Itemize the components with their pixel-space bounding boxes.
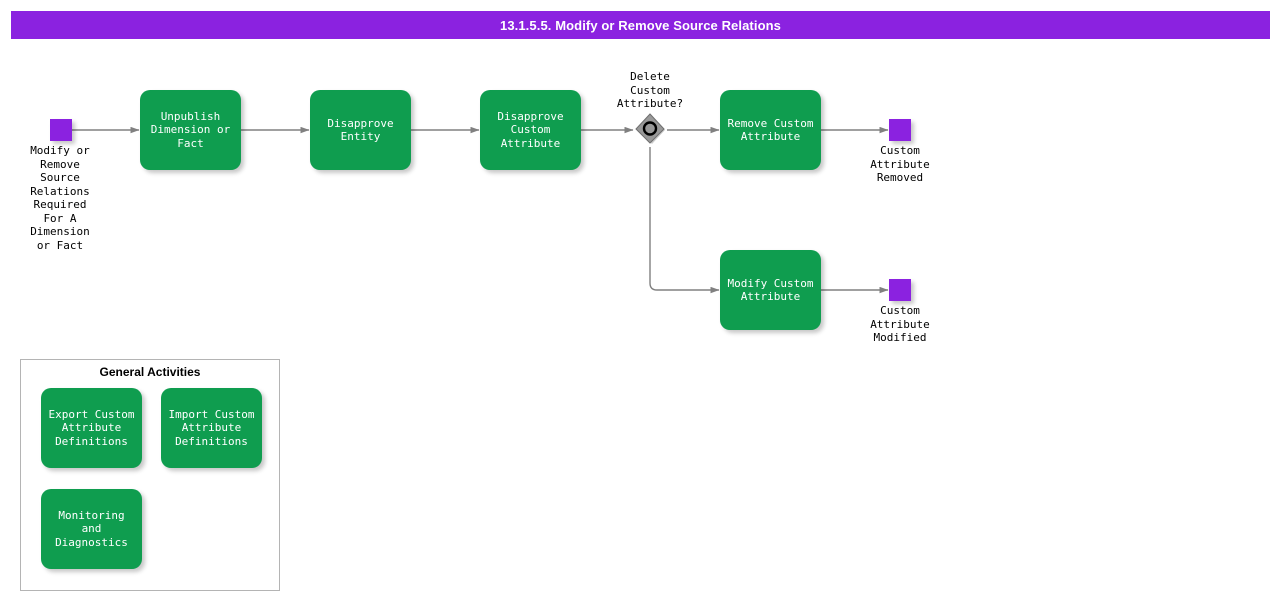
page-title: 13.1.5.5. Modify or Remove Source Relati… [499, 17, 781, 33]
gateway-diamond [635, 113, 665, 144]
task-export-custom-attribute-definitions[interactable]: Export Custom Attribute Definitions [41, 388, 142, 468]
task-remove-custom-attribute[interactable]: Remove Custom Attribute [720, 90, 821, 170]
end-event-custom-attribute-modified[interactable] [889, 279, 911, 301]
end-event-custom-attribute-removed[interactable] [889, 119, 911, 141]
task-modify-custom-attribute[interactable]: Modify Custom Attribute [720, 250, 821, 330]
gateway-inclusive-circle [642, 121, 658, 136]
task-unpublish-dimension-or-fact[interactable]: Unpublish Dimension or Fact [140, 90, 241, 170]
task-label: Unpublish Dimension or Fact [150, 109, 231, 150]
general-activities-title: General Activities [99, 365, 201, 379]
task-disapprove-custom-attribute[interactable]: Disapprove Custom Attribute [480, 90, 581, 170]
start-event-label: Modify or Remove Source Relations Requir… [30, 144, 90, 252]
task-label: Disapprove Entity [327, 116, 394, 144]
end-event-removed-label: Custom Attribute Removed [870, 144, 930, 184]
task-label: Remove Custom Attribute [727, 116, 814, 144]
general-activities-panel: General Activities Export Custom Attribu… [20, 359, 280, 591]
task-label: Monitoring and Diagnostics [55, 508, 128, 549]
task-import-custom-attribute-definitions[interactable]: Import Custom Attribute Definitions [161, 388, 262, 468]
inclusive-gateway[interactable] [634, 113, 666, 145]
gateway-label: Delete Custom Attribute? [616, 70, 684, 110]
task-monitoring-and-diagnostics[interactable]: Monitoring and Diagnostics [41, 489, 142, 569]
task-label: Import Custom Attribute Definitions [168, 407, 255, 448]
task-disapprove-entity[interactable]: Disapprove Entity [310, 90, 411, 170]
task-label: Modify Custom Attribute [727, 276, 814, 304]
diagram-title-bar: 13.1.5.5. Modify or Remove Source Relati… [11, 11, 1270, 39]
task-label: Disapprove Custom Attribute [497, 109, 564, 150]
flow-gateway-to-modify-ca [649, 147, 720, 294]
task-label: Export Custom Attribute Definitions [48, 407, 135, 448]
end-event-modified-label: Custom Attribute Modified [870, 304, 930, 344]
start-event[interactable] [50, 119, 72, 141]
